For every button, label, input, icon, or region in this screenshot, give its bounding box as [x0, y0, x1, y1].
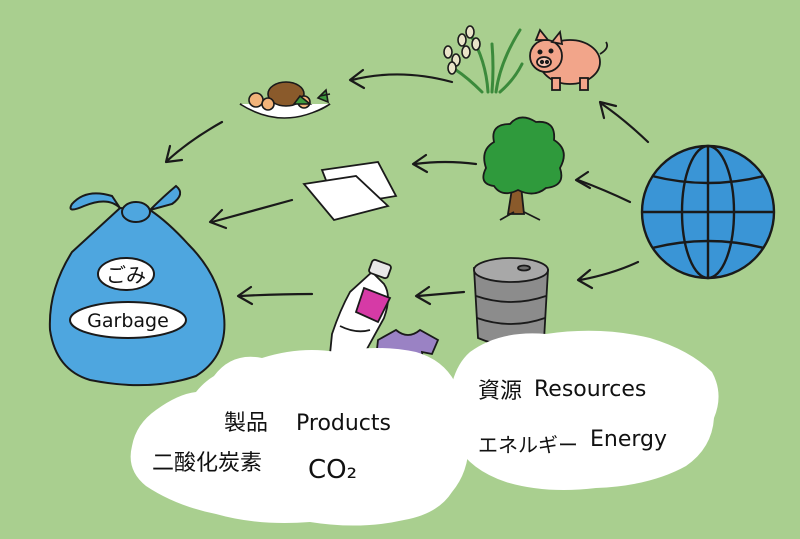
products-label-jp: 製品 [224, 411, 268, 436]
arrow-tree-to-paper [411, 153, 478, 174]
plastic-bottle-icon [329, 258, 392, 363]
tree-icon [482, 116, 565, 221]
garbage-bag-icon [48, 184, 226, 387]
co2-label-en: CO₂ [308, 455, 357, 485]
pig-icon [529, 28, 609, 91]
arrow-paper-to-bag [208, 198, 294, 230]
energy-label-en: Energy [590, 427, 667, 452]
arrow-globe-to-tree [574, 170, 632, 204]
products-label-en: Products [296, 411, 391, 436]
garbage-label-jp: ごみ [106, 263, 146, 287]
oil-barrel-icon [473, 257, 549, 347]
rice-plant-icon [443, 25, 524, 94]
arrow-rice-to-food [348, 68, 454, 90]
paper-sheets-icon [302, 161, 398, 222]
arrow-barrel-to-bottle [414, 285, 466, 306]
garbage-label-en: Garbage [87, 310, 169, 332]
globe-icon [640, 144, 776, 280]
co2-label-jp: 二酸化炭素 [152, 451, 262, 476]
resources-label-jp: 資源 [478, 379, 522, 404]
food-plate-icon [239, 81, 331, 119]
resources-callout [448, 330, 719, 490]
resources-label-en: Resources [534, 377, 646, 402]
arrow-bottle-to-bag [236, 285, 314, 306]
flow-arrows [164, 68, 650, 306]
arrow-globe-to-barrel [576, 260, 640, 290]
energy-label-jp: エネルギー [478, 433, 578, 457]
arrow-globe-to-pig [598, 100, 650, 144]
products-callout [130, 348, 469, 526]
arrow-food-to-bag [164, 120, 224, 164]
